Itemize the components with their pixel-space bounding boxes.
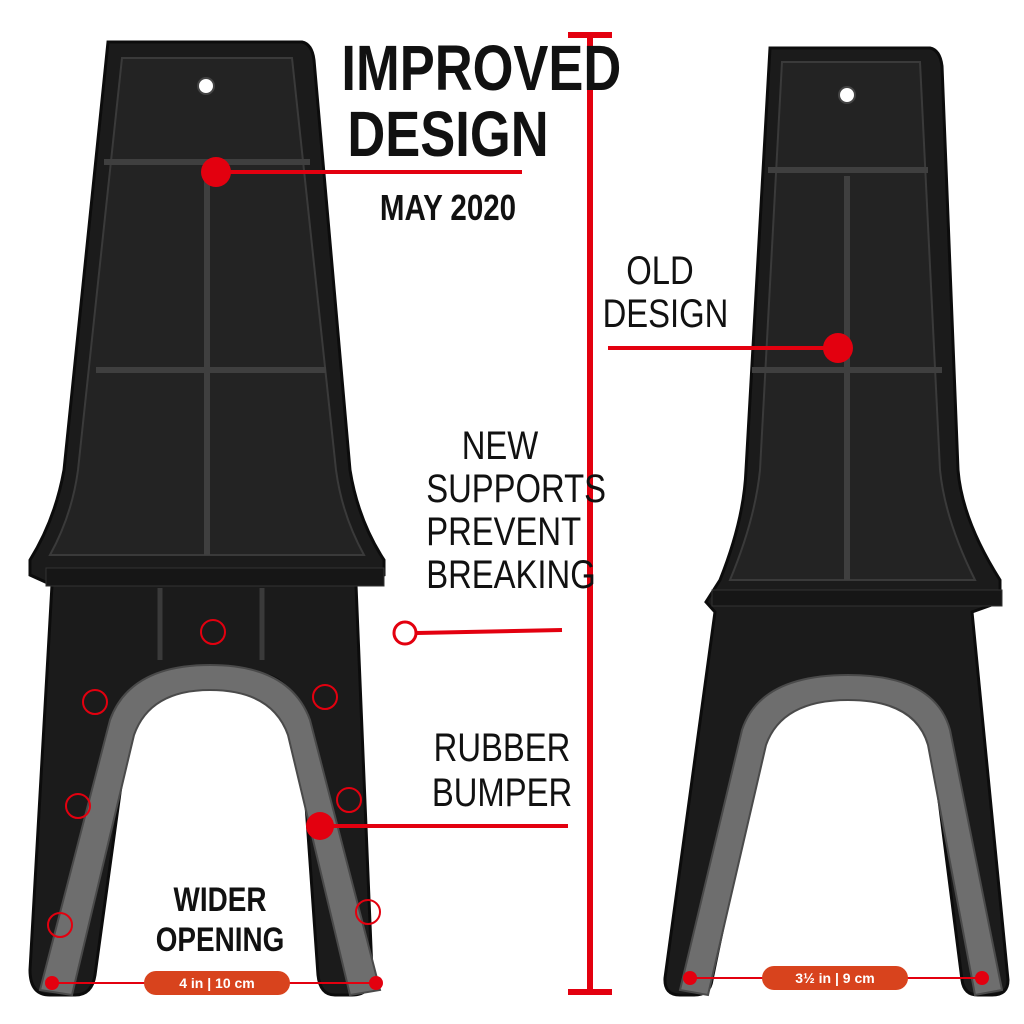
support-marker-ring xyxy=(355,899,381,925)
new-width-badge: 4 in | 10 cm xyxy=(144,971,290,995)
support-marker-ring xyxy=(65,793,91,819)
opening-line1: WIDER xyxy=(173,881,267,919)
old-lower-bar xyxy=(711,589,1003,607)
supports-line3: PREVENT xyxy=(426,510,582,554)
improved-hang-hole xyxy=(197,77,215,95)
improved-leader-dot xyxy=(201,157,231,187)
support-marker-ring xyxy=(336,787,362,813)
improved-boot-jack xyxy=(28,40,386,997)
improved-title-line2: DESIGN xyxy=(347,98,549,170)
old-title-line2: DESIGN xyxy=(602,292,729,336)
supports-leader-line xyxy=(416,628,563,635)
old-tray xyxy=(728,61,977,581)
improved-lower-bar xyxy=(45,567,385,587)
improved-rubber-bumper xyxy=(38,663,382,997)
support-marker-ring xyxy=(47,912,73,938)
old-rubber-bumper xyxy=(678,673,1004,997)
bumper-line2: BUMPER xyxy=(431,771,573,815)
old-title-line1: OLD xyxy=(626,249,694,293)
divider-bar xyxy=(568,32,612,995)
old-boot-jack xyxy=(663,46,1010,997)
support-marker-ring xyxy=(312,684,338,710)
support-marker-ring xyxy=(82,689,108,715)
supports-line2: SUPPORTS xyxy=(426,467,607,511)
new-width-dot-right xyxy=(369,976,383,990)
supports-line1: NEW xyxy=(461,424,539,468)
supports-line4: BREAKING xyxy=(426,553,596,597)
old-hang-hole xyxy=(838,86,856,104)
improved-title-line1: IMPROVED xyxy=(341,32,622,104)
bumper-leader-dot xyxy=(306,812,334,840)
bumper-line1: RUBBER xyxy=(433,726,571,770)
support-marker-ring xyxy=(200,619,226,645)
old-width-dot-right xyxy=(975,971,989,985)
opening-line2: OPENING xyxy=(155,921,285,959)
supports-leader-ring xyxy=(392,620,418,646)
new-width-dot-left xyxy=(45,976,59,990)
old-width-dot-left xyxy=(683,971,697,985)
improved-date: MAY 2020 xyxy=(379,187,517,228)
old-leader-dot xyxy=(823,333,853,363)
old-width-badge: 3½ in | 9 cm xyxy=(762,966,908,990)
